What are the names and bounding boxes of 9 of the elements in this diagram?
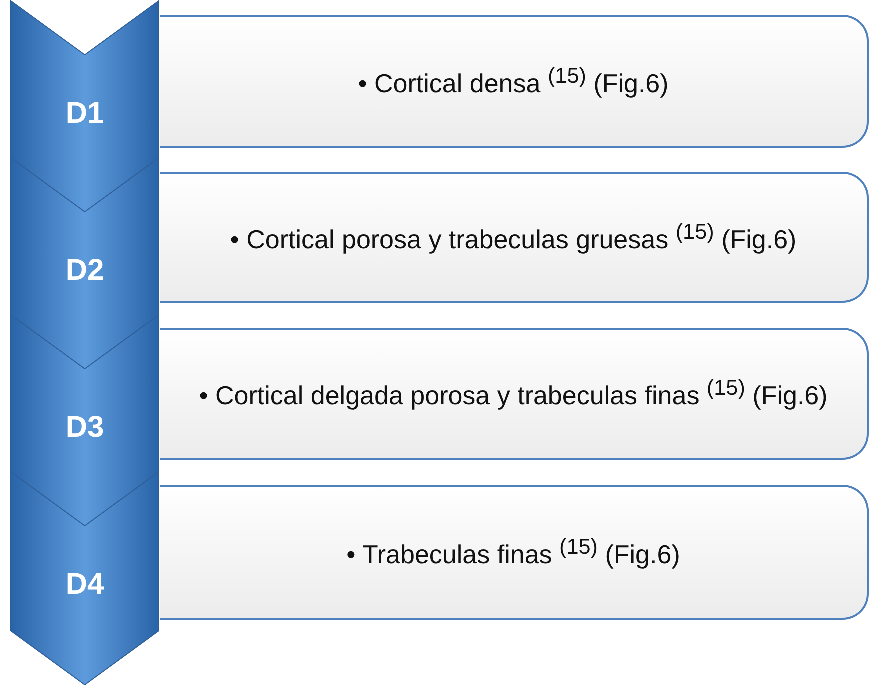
- level-label: D2: [64, 254, 106, 288]
- level-label: D3: [64, 411, 106, 445]
- bullet-text: • Cortical densa $^{(15)}$ (Fig.6): [357, 64, 670, 100]
- chevron-shape: [10, 471, 160, 686]
- bullet-text: • Trabeculas finas $^{(15)}$ (Fig.6): [346, 534, 682, 570]
- level-label: D4: [64, 568, 106, 602]
- level-label: D1: [64, 97, 106, 131]
- bullet-text: • Cortical delgada porosa y trabeculas finas $^{(15)}$ (Fig.6): [198, 376, 829, 412]
- bullet-text: • Cortical porosa y trabeculas gruesas $^{(15)}$ (Fig.6): [229, 220, 798, 256]
